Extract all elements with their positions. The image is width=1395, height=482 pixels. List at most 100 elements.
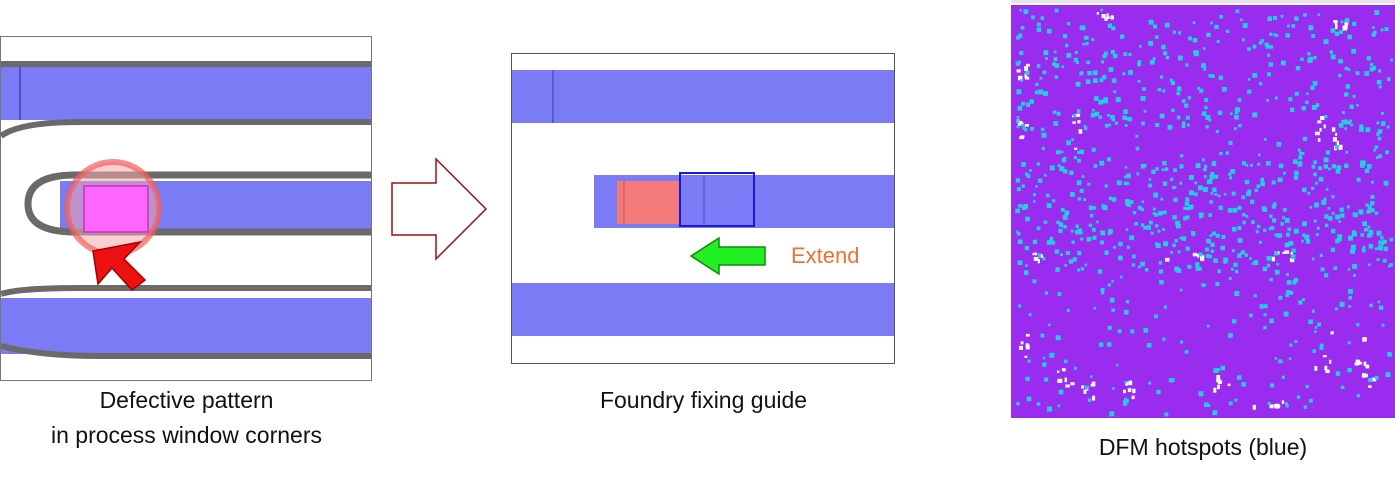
layout-structure bbox=[1081, 385, 1085, 389]
hotspot-dot bbox=[1310, 85, 1315, 90]
hotspot-dot bbox=[1377, 130, 1381, 135]
hotspot-dot bbox=[1267, 16, 1272, 21]
hotspot-dot bbox=[1344, 163, 1349, 168]
hotspot-dot bbox=[1100, 240, 1104, 245]
hotspot-dot bbox=[1382, 239, 1387, 244]
hotspot-dot bbox=[1185, 115, 1190, 120]
hotspot-dot bbox=[1111, 26, 1116, 31]
layout-structure bbox=[1344, 21, 1349, 26]
hotspot-dot bbox=[1120, 34, 1125, 39]
hotspot-dot bbox=[1366, 209, 1371, 214]
hotspot-dot bbox=[1348, 295, 1353, 300]
hotspot-dot bbox=[1173, 186, 1177, 189]
hotspot-dot bbox=[1315, 103, 1320, 107]
hotspot-dot bbox=[1143, 328, 1149, 333]
hotspot-dot bbox=[1055, 267, 1060, 272]
hotspot-dot bbox=[1107, 23, 1113, 28]
hotspot-dot bbox=[1136, 172, 1140, 176]
hotspot-dot bbox=[1308, 56, 1313, 62]
hotspot-dot bbox=[1317, 322, 1321, 327]
layout-structure bbox=[1078, 129, 1083, 134]
hotspot-dot bbox=[1352, 21, 1357, 26]
hotspot-dot bbox=[1286, 290, 1291, 295]
hotspot-dot bbox=[1334, 307, 1338, 311]
hotspot-dot bbox=[1176, 115, 1181, 120]
hotspot-dot bbox=[1176, 86, 1182, 91]
hotspot-dot bbox=[1267, 53, 1271, 57]
hotspot-dot bbox=[1077, 197, 1082, 201]
hotspot-dot bbox=[1286, 232, 1291, 237]
layout-structure bbox=[1096, 12, 1099, 15]
hotspot-dot bbox=[1323, 157, 1329, 163]
hotspot-dot bbox=[1125, 117, 1129, 121]
hotspot-dot bbox=[1125, 202, 1130, 207]
layout-structure bbox=[1329, 359, 1332, 364]
hotspot-dot bbox=[1159, 75, 1164, 79]
hotspot-dot bbox=[1188, 175, 1194, 180]
layout-structure bbox=[1101, 14, 1106, 19]
hotspot-dot bbox=[1054, 75, 1059, 79]
hotspot-dot bbox=[1378, 85, 1382, 89]
hotspot-dot bbox=[1254, 188, 1258, 193]
hotspot-dot bbox=[1184, 103, 1189, 108]
hotspot-dot bbox=[1165, 55, 1170, 60]
hotspot-dot bbox=[1111, 197, 1117, 202]
hotspot-dot bbox=[1056, 111, 1061, 116]
hotspot-dot bbox=[1071, 138, 1074, 142]
hotspot-dot bbox=[1312, 105, 1317, 110]
hotspot-dot bbox=[1173, 168, 1177, 173]
transition-arrow bbox=[390, 157, 490, 261]
hotspot-dot bbox=[1244, 253, 1248, 257]
hotspot-dot bbox=[1131, 263, 1136, 267]
hotspot-dot bbox=[1250, 199, 1255, 204]
hotspot-dot bbox=[1137, 60, 1142, 65]
hotspot-dot bbox=[1256, 184, 1261, 189]
hotspot-dot bbox=[1049, 165, 1055, 171]
layout-structure bbox=[1290, 252, 1294, 255]
hotspot-dot bbox=[1214, 24, 1219, 30]
hotspot-dot bbox=[1305, 100, 1309, 105]
hotspot-dot bbox=[1362, 221, 1368, 227]
hotspot-dot bbox=[1041, 132, 1047, 138]
hotspot-dot bbox=[1073, 155, 1078, 160]
hotspot-dot bbox=[1186, 123, 1190, 127]
hotspot-dot bbox=[1373, 30, 1377, 34]
hotspot-dot bbox=[1234, 269, 1239, 274]
hotspot-dot bbox=[1225, 151, 1230, 155]
hotspot-dot bbox=[1227, 208, 1233, 213]
hotspot-dot bbox=[1210, 191, 1214, 195]
hotspot-dot bbox=[1155, 167, 1159, 171]
hotspot-dot bbox=[1260, 181, 1265, 187]
hotspot-dot bbox=[1361, 248, 1366, 253]
hotspot-dot bbox=[1385, 372, 1391, 378]
hotspot-dot bbox=[1159, 279, 1164, 285]
hotspot-dot bbox=[1381, 323, 1385, 327]
hotspot-dot bbox=[1080, 267, 1085, 271]
hotspot-dot bbox=[1101, 74, 1107, 80]
hotspot-dot bbox=[1375, 211, 1379, 215]
hotspot-dot bbox=[1117, 329, 1122, 334]
hotspot-dot bbox=[1311, 186, 1315, 190]
hotspot-dot bbox=[1233, 127, 1237, 131]
hotspot-dot bbox=[1205, 115, 1211, 121]
hotspot-dot bbox=[1252, 112, 1258, 118]
hotspot-dot bbox=[1026, 174, 1031, 178]
hotspot-dot bbox=[1100, 230, 1106, 236]
hotspot-dot bbox=[1112, 387, 1115, 390]
hotspot-dot bbox=[1290, 254, 1296, 260]
hotspot-dot bbox=[1024, 245, 1030, 251]
layout-structure bbox=[1065, 384, 1070, 388]
hotspot-dot bbox=[1312, 80, 1318, 86]
hotspot-dot bbox=[1129, 235, 1135, 241]
hotspot-dot bbox=[1367, 164, 1372, 169]
hotspot-dot bbox=[1338, 59, 1343, 64]
hotspot-dot bbox=[1324, 223, 1329, 228]
hotspot-dot bbox=[1295, 66, 1301, 71]
hotspot-dot bbox=[1048, 323, 1051, 327]
hotspot-dot bbox=[1341, 120, 1344, 123]
hotspot-dot bbox=[1201, 158, 1205, 162]
hotspot-dot bbox=[1127, 203, 1132, 207]
hotspot-dot bbox=[1137, 79, 1141, 83]
hotspot-dot bbox=[1163, 305, 1168, 309]
hotspot-dot bbox=[1146, 342, 1152, 348]
